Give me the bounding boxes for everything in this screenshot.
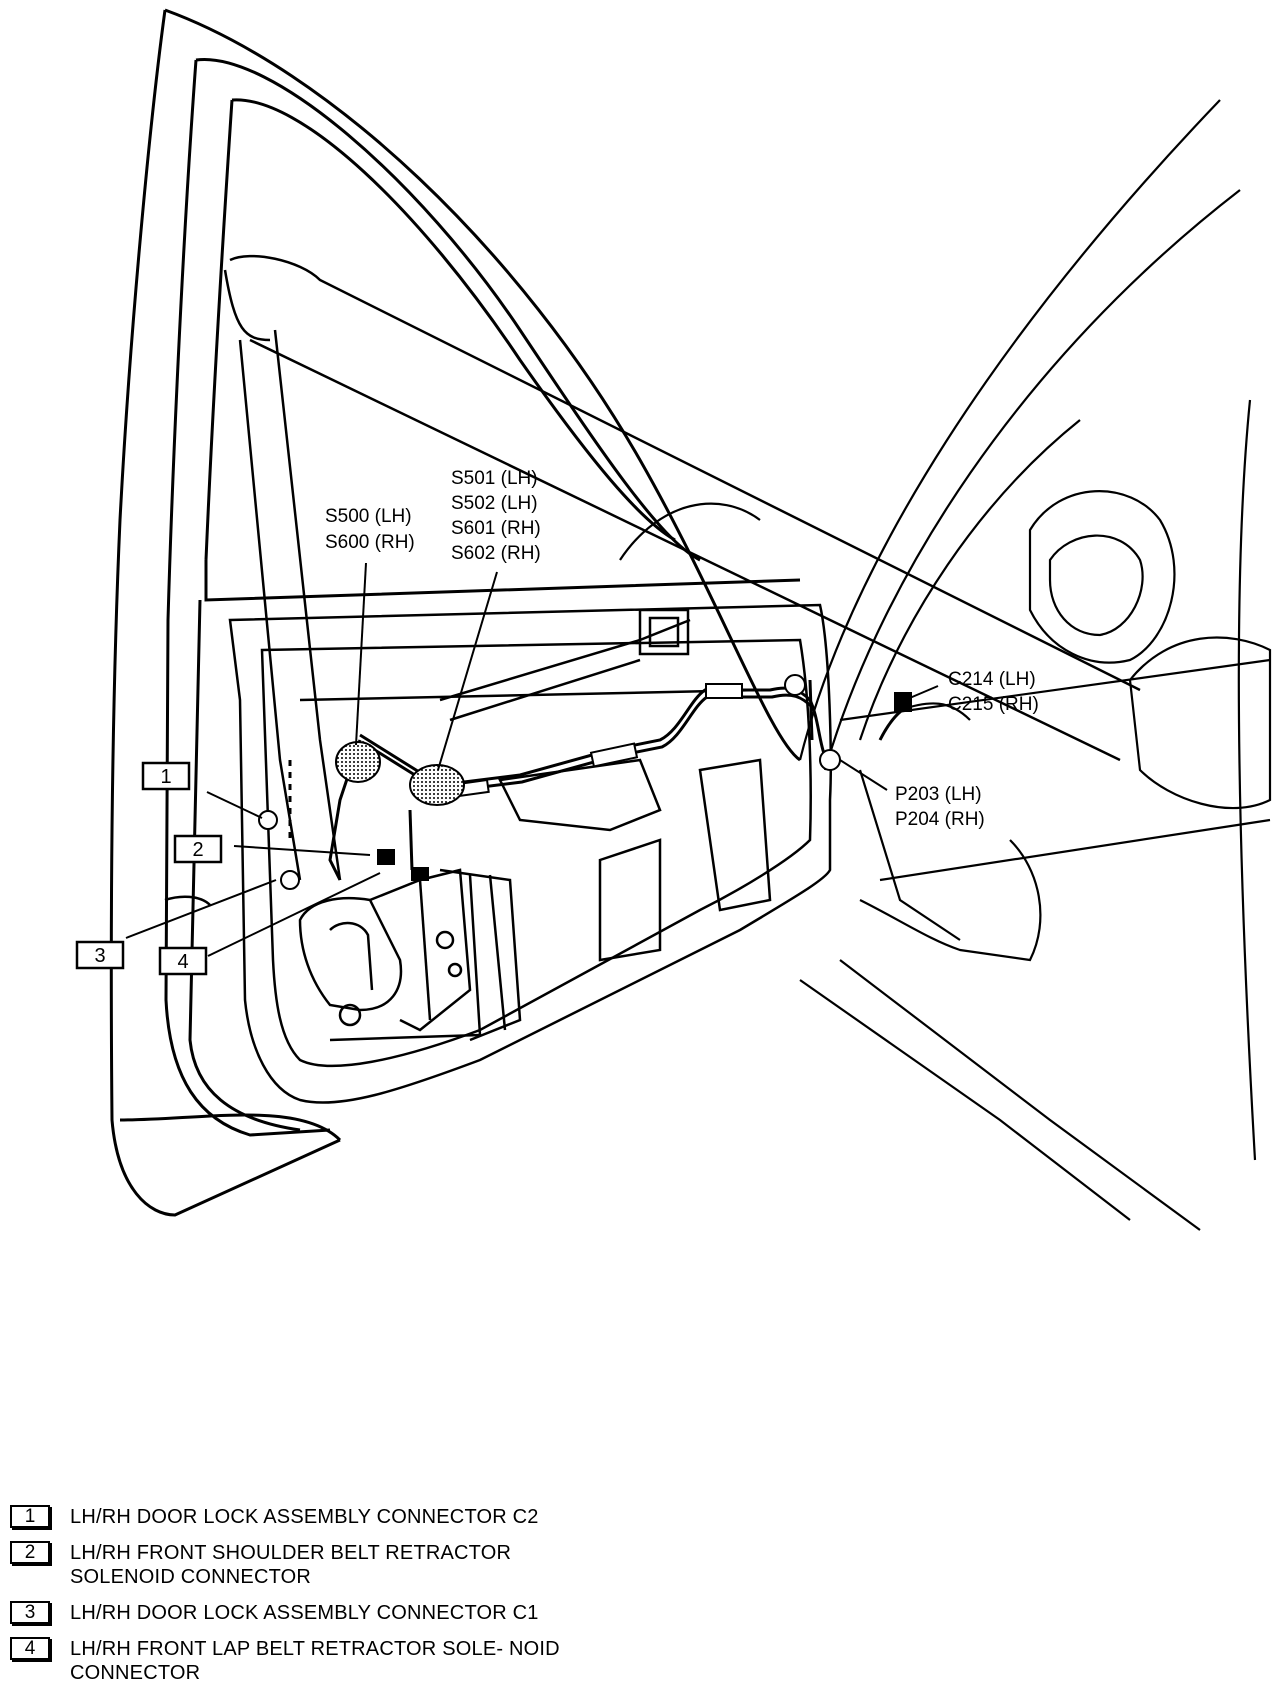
door-frame [109,8,801,1217]
label-s600: S600 (RH) [325,532,415,553]
label-s502: S502 (LH) [451,493,538,514]
legend-number-4: 4 [10,1637,50,1660]
legend-text-3: LH/RH DOOR LOCK ASSEMBLY CONNECTOR C1 [70,1602,539,1624]
callout-2: 2 [173,834,223,864]
retractor-assembly [298,868,522,1042]
legend-number-3: 3 [10,1601,50,1624]
leader-lines [125,562,939,957]
legend-number-2: 2 [10,1541,50,1564]
legend-text-4: LH/RH FRONT LAP BELT RETRACTOR SOLE- NOI… [70,1638,560,1684]
callout-3-number: 3 [94,945,105,967]
legend: 1 LH/RH DOOR LOCK ASSEMBLY CONNECTOR C2 … [10,1505,650,1697]
legend-item-1: 1 LH/RH DOOR LOCK ASSEMBLY CONNECTOR C2 [10,1505,650,1529]
callout-3: 3 [75,940,125,970]
label-c214: C214 (LH) [948,669,1036,690]
vehicle-interior [619,99,1272,1231]
legend-number-1: 1 [10,1505,50,1528]
label-p203: P203 (LH) [895,784,982,805]
door-panel [164,603,832,1104]
callout-1: 1 [141,761,191,791]
legend-item-4: 4 LH/RH FRONT LAP BELT RETRACTOR SOLE- N… [10,1637,650,1685]
legend-item-2: 2 LH/RH FRONT SHOULDER BELT RETRACTOR SO… [10,1541,650,1589]
callout-1-number: 1 [160,766,171,788]
label-c215: C215 (RH) [948,694,1039,715]
splice-s500 [335,741,381,783]
label-p204: P204 (RH) [895,809,985,830]
splice-s501 [409,764,465,806]
legend-text-2: LH/RH FRONT SHOULDER BELT RETRACTOR SOLE… [70,1542,512,1588]
callout-4-number: 4 [177,951,188,973]
callout-4: 4 [158,946,208,976]
callout-2-number: 2 [192,839,203,861]
component-labels: S500 (LH) S600 (RH) S501 (LH) S502 (LH) … [325,468,1039,830]
seat-belt [223,254,1141,881]
legend-item-3: 3 LH/RH DOOR LOCK ASSEMBLY CONNECTOR C1 [10,1601,650,1625]
label-s501: S501 (LH) [451,468,538,489]
label-s601: S601 (RH) [451,518,541,539]
label-s500: S500 (LH) [325,506,412,527]
legend-text-1: LH/RH DOOR LOCK ASSEMBLY CONNECTOR C2 [70,1506,539,1528]
label-s602: S602 (RH) [451,543,541,564]
